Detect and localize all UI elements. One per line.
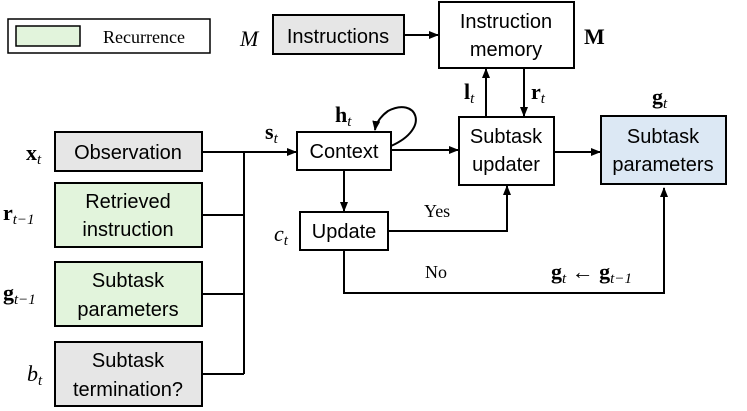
subtask-params-out-label-1: Subtask (627, 126, 700, 148)
subtask-params-out-label-2: parameters (612, 154, 713, 176)
m-italic-label: M (239, 26, 260, 51)
update-box (299, 211, 389, 251)
h-label: ht (335, 102, 352, 130)
subtask-updater-box (458, 116, 555, 186)
r-label: rt (531, 79, 546, 107)
b-label: bt (27, 361, 43, 389)
arrow-yes-to-updater (388, 185, 511, 232)
instructions-label: Instructions (287, 26, 389, 48)
x-label: xt (26, 140, 42, 168)
g-out-label: gt (652, 84, 668, 112)
arrow-no-to-params (343, 187, 668, 294)
updater-label-1: Subtask (470, 126, 543, 148)
instruction-memory-label-2: memory (470, 39, 542, 61)
retrieved-label-2: instruction (82, 219, 173, 241)
instructions-box (272, 14, 405, 55)
legend: Recurrence (7, 18, 211, 54)
subtask-params-in-label-2: parameters (77, 299, 178, 321)
instruction-memory-box (438, 1, 575, 69)
r-prev-label: rt−1 (3, 200, 35, 228)
no-label: No (425, 262, 447, 282)
legend-label: Recurrence (103, 27, 185, 47)
update-label: Update (312, 221, 377, 243)
termination-label-1: Subtask (92, 350, 165, 372)
l-label: lt (464, 79, 475, 107)
subtask-parameters-in-box (54, 261, 203, 327)
g-prev-label: gt−1 (3, 280, 36, 308)
subtask-parameters-out-box (600, 115, 727, 185)
m-bold-label: M (584, 24, 605, 49)
updater-label-2: updater (472, 154, 540, 176)
subtask-params-in-label-1: Subtask (92, 270, 165, 292)
termination-label-2: termination? (73, 379, 183, 401)
assign-label: gt ← gt−1 (551, 259, 632, 287)
legend-swatch (15, 25, 81, 47)
context-label: Context (310, 141, 379, 163)
c-label: ct (274, 221, 289, 249)
retrieved-label-1: Retrieved (85, 191, 171, 213)
s-label: st (265, 119, 279, 147)
instruction-memory-label-1: Instruction (460, 11, 552, 33)
observation-label: Observation (74, 142, 182, 164)
yes-label: Yes (424, 201, 450, 221)
context-recurrence-loop (372, 106, 417, 147)
